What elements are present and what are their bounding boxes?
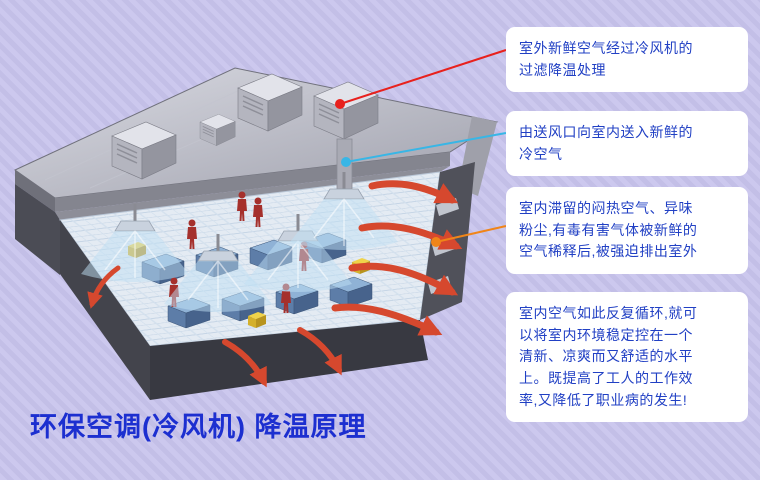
exhaust-arrow	[368, 180, 459, 204]
page-title: 环保空调(冷风机) 降温原理	[30, 412, 367, 442]
exhaust-arrow	[358, 222, 463, 250]
connector-line-cyan	[345, 132, 507, 163]
callout-exhaust-stale-air: 室内滞留的闷热空气、异味 粉尘,有毒有害气体被新鲜的 空气稀释后,被强迫排出室外	[506, 187, 748, 275]
exhaust-arrow	[331, 303, 443, 336]
exhaust-arrow	[348, 262, 459, 296]
exhaust-arrow	[297, 327, 342, 376]
connector-dot-cyan	[341, 157, 351, 167]
callout-filtered-fresh-air: 室外新鲜空气经过冷风机的 过滤降温处理	[506, 27, 748, 93]
front-wall-slab	[60, 220, 428, 400]
callout-connectors	[335, 49, 507, 247]
exhaust-arrow	[87, 265, 121, 309]
connector-line-orange	[435, 225, 507, 243]
exhaust-arrow	[222, 339, 267, 388]
connector-dot-orange	[431, 237, 441, 247]
front-slab-left	[60, 220, 150, 400]
roof-left-edge	[15, 170, 55, 212]
connector-line-red	[339, 49, 507, 105]
callout-supply-cool-air: 由送风口向室内送入新鲜的 冷空气	[506, 111, 748, 177]
left-outer-wall	[15, 184, 60, 275]
exhaust-arrows	[87, 180, 463, 388]
front-slab-front	[150, 320, 428, 400]
connector-dot-red	[335, 99, 345, 109]
callout-circulation-benefits: 室内空气如此反复循环,就可 以将室内环境稳定控在一个 清新、凉爽而又舒适的水平 …	[506, 292, 748, 423]
